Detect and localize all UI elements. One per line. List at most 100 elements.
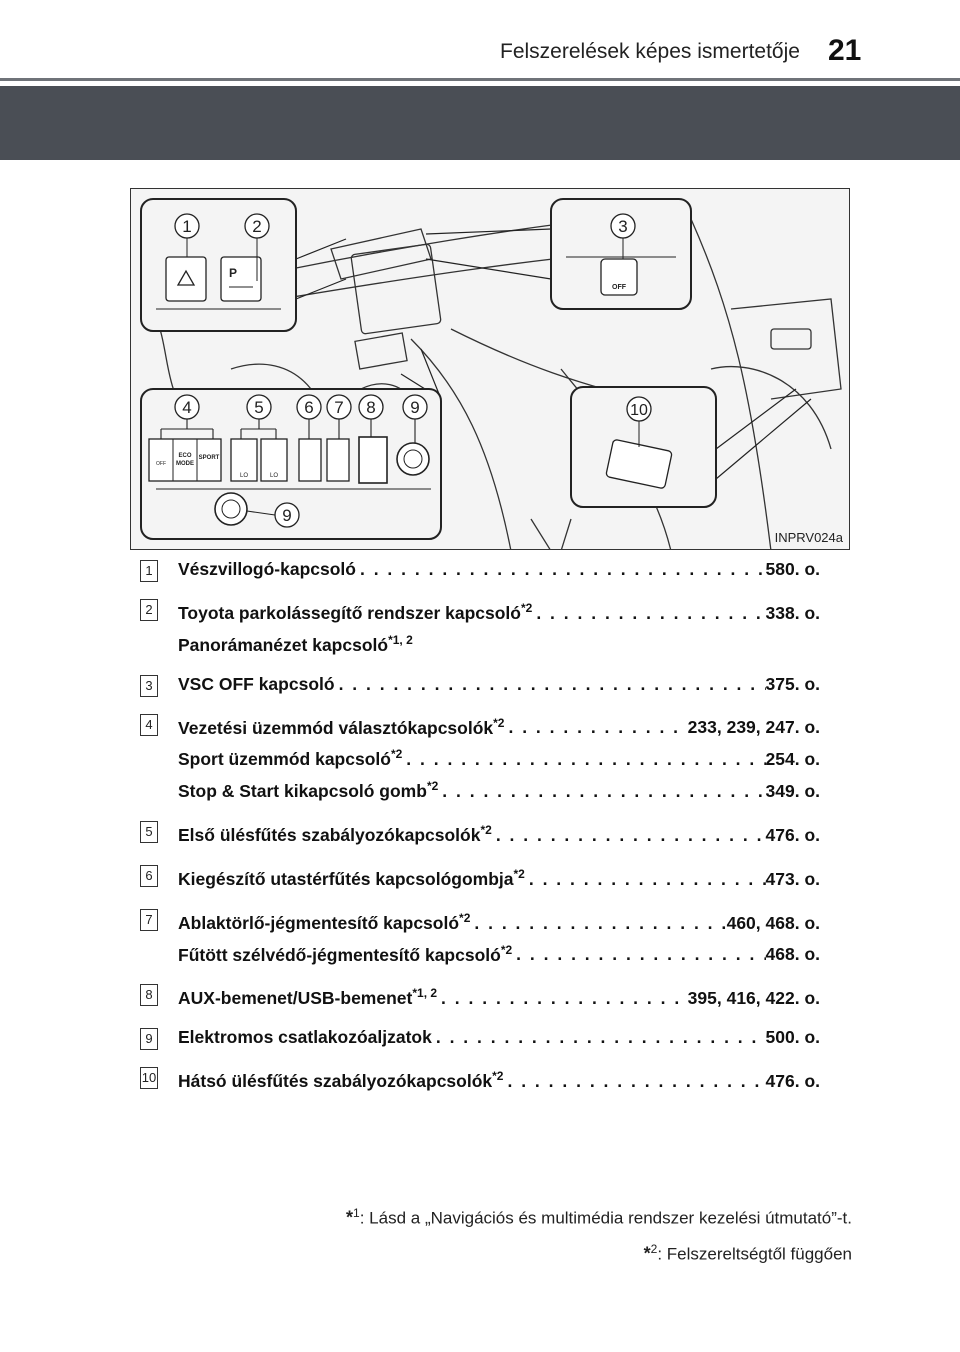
list-item: 1 Vészvillogó-kapcsoló 580. o. <box>140 556 820 583</box>
list-item: 5 Első ülésfűtés szabályozókapcsolók*2 476… <box>140 817 820 849</box>
item-label-text: Fűtött szélvédő-jégmentesítő kapcsoló <box>178 944 501 965</box>
leader-dots <box>503 1068 765 1095</box>
item-number-badge: 5 <box>140 821 158 844</box>
svg-text:SPORT: SPORT <box>199 455 220 461</box>
footnote-text: : Lásd a „Navigációs és multimédia rends… <box>359 1208 852 1228</box>
item-line: Panorámanézet kapcsoló*1, 2 <box>178 627 820 659</box>
item-line: Elektromos csatlakozóaljzatok 500. o. <box>178 1024 820 1051</box>
item-label: Fűtött szélvédő-jégmentesítő kapcsoló*2 <box>178 937 512 969</box>
item-line: Vezetési üzemmód választókapcsolók*2 233,… <box>178 710 820 742</box>
item-label: Első ülésfűtés szabályozókapcsolók*2 <box>178 817 492 849</box>
item-number-badge: 3 <box>140 674 158 697</box>
item-line: Sport üzemmód kapcsoló*2 254. o. <box>178 741 820 773</box>
svg-text:LO: LO <box>240 473 248 479</box>
item-label: AUX-bemenet/USB-bemenet*1, 2 <box>178 980 437 1012</box>
header-band <box>0 86 960 160</box>
item-line: Hátsó ülésfűtés szabályozókapcsolók*2 476… <box>178 1063 820 1095</box>
item-number-badge: 1 <box>140 560 158 582</box>
dashboard-illustration: P 1 2 OFF 3 ECO MODE SPORT OFF LO LO <box>130 188 850 550</box>
list-item: 8 AUX-bemenet/USB-bemenet*1, 2 395, 416, 4… <box>140 980 820 1012</box>
item-label-text: Stop & Start kikapcsoló gomb <box>178 781 427 802</box>
callout-1: 1 <box>182 217 191 236</box>
svg-text:MODE: MODE <box>176 461 194 467</box>
item-line: Toyota parkolássegítő rendszer kapcsoló*… <box>178 595 820 627</box>
item-label: Kiegészítő utastérfűtés kapcsológombja*2 <box>178 861 525 893</box>
item-page-reference: 254. o. <box>765 749 820 770</box>
leader-dots <box>532 600 765 627</box>
item-line: Ablaktörlő-jégmentesítő kapcsoló*2 460, 4… <box>178 905 820 937</box>
callout-8: 8 <box>366 398 375 417</box>
list-item: 6 Kiegészítő utastérfűtés kapcsológombja*… <box>140 861 820 893</box>
item-footnote-mark: *2 <box>513 866 525 881</box>
list-item: 10 Hátsó ülésfűtés szabályozókapcsolók*2 4… <box>140 1063 820 1095</box>
item-line: VSC OFF kapcsoló375. o. <box>178 671 820 698</box>
item-label-text: Első ülésfűtés szabályozókapcsolók <box>178 824 481 845</box>
item-label: Ablaktörlő-jégmentesítő kapcsoló*2 <box>178 905 470 937</box>
callout-3: 3 <box>618 217 627 236</box>
leader-dots <box>512 941 765 968</box>
item-page-reference: 580. o. <box>765 559 820 579</box>
item-footnote-mark: *2 <box>500 942 513 957</box>
item-label: Hátsó ülésfűtés szabályozókapcsolók*2 <box>178 1063 503 1095</box>
item-label: Elektromos csatlakozóaljzatok <box>178 1024 432 1051</box>
figure-code: INPRV024a <box>774 530 843 545</box>
page-number: 21 <box>828 34 862 67</box>
callout-5: 5 <box>254 398 263 417</box>
item-label-text: Panorámanézet kapcsoló <box>178 634 389 655</box>
leader-dots <box>402 746 765 773</box>
item-page-reference: 500. o. <box>765 1027 820 1048</box>
leader-dots <box>437 985 688 1012</box>
item-number-badge: 8 <box>140 984 158 1007</box>
item-footnote-mark: *1, 2 <box>388 632 413 647</box>
item-page-reference: 473. o. <box>765 868 820 889</box>
item-footnote-mark: *2 <box>459 910 471 925</box>
item-page-reference: 460, 468. o. <box>726 912 820 933</box>
item-page-reference: 349. o. <box>765 781 820 802</box>
list-item: 3 VSC OFF kapcsoló375. o. <box>140 671 820 698</box>
svg-text:ECO: ECO <box>178 453 191 459</box>
item-line: AUX-bemenet/USB-bemenet*1, 2 395, 416, 42… <box>178 980 820 1012</box>
leader-dots <box>525 866 766 893</box>
item-number-badge: 6 <box>140 864 158 887</box>
item-label-text: AUX-bemenet/USB-bemenet <box>178 988 413 1009</box>
item-footnote-mark: *2 <box>390 747 403 762</box>
item-page-reference: 233, 239, 247. o. <box>687 717 820 738</box>
item-number-badge: 4 <box>140 713 158 736</box>
item-line: Első ülésfűtés szabályozókapcsolók*2 476.… <box>178 817 820 849</box>
item-line: Fűtött szélvédő-jégmentesítő kapcsoló*24… <box>178 937 820 969</box>
svg-text:OFF: OFF <box>612 284 627 291</box>
section-title: Felszerelések képes ismertetője <box>500 40 800 63</box>
footnote-number: 2 <box>650 1241 658 1256</box>
item-page-reference: 476. o. <box>765 1071 820 1092</box>
item-page-reference: 476. o. <box>765 824 820 845</box>
item-page-reference: 395, 416, 422. o. <box>687 988 820 1009</box>
item-label: Toyota parkolássegítő rendszer kapcsoló*… <box>178 595 532 627</box>
item-number-badge: 10 <box>140 1067 158 1090</box>
item-line: Vészvillogó-kapcsoló 580. o. <box>178 556 820 583</box>
footnotes: *1: Lásd a „Navigációs és multimédia ren… <box>346 1198 852 1269</box>
item-label: VSC OFF kapcsoló <box>178 671 335 698</box>
item-label-text: VSC OFF kapcsoló <box>178 673 335 694</box>
footnote-star: * <box>346 1207 354 1228</box>
item-footnote-mark: *2 <box>480 823 492 838</box>
item-footnote-mark: *2 <box>493 715 505 730</box>
item-label-text: Ablaktörlő-jégmentesítő kapcsoló <box>178 912 460 933</box>
svg-text:LO: LO <box>270 473 278 479</box>
footnote: *2: Felszereltségtől függően <box>346 1234 852 1270</box>
callout-9-lower: 9 <box>282 506 291 525</box>
item-label: Sport üzemmód kapcsoló*2 <box>178 741 402 773</box>
footnote-text: : Felszereltségtől függően <box>657 1244 852 1264</box>
item-number-badge: 7 <box>140 908 158 931</box>
leader-dots <box>504 714 687 741</box>
callout-4: 4 <box>182 398 191 417</box>
item-label-text: Vezetési üzemmód választókapcsolók <box>178 717 494 738</box>
item-label: Vészvillogó-kapcsoló <box>178 556 356 583</box>
item-footnote-mark: *2 <box>492 1069 504 1084</box>
item-label: Stop & Start kikapcsoló gomb*2 <box>178 773 438 805</box>
svg-text:P: P <box>229 266 237 280</box>
callout-10: 10 <box>630 402 648 419</box>
callout-2: 2 <box>252 217 261 236</box>
